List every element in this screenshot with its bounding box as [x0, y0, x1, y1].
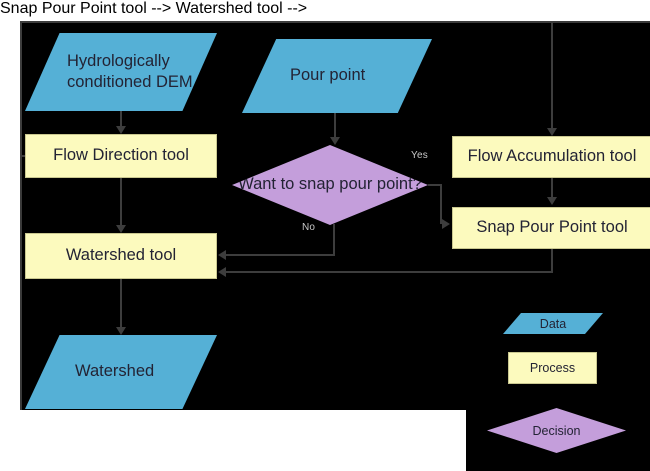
legend-label-data: Data: [539, 316, 567, 331]
legend-label-decision: Decision: [532, 423, 581, 438]
connector-pour-point-to-decision: [334, 113, 336, 137]
node-pour-point[interactable]: Pour point: [242, 39, 432, 113]
node-hydrologically-conditioned-dem[interactable]: Hydrologically conditioned DEM: [25, 33, 217, 111]
arrowhead-decision: [330, 137, 340, 145]
arrowhead-flow-accumulation: [547, 128, 557, 136]
connector-top-rail: [20, 21, 553, 23]
node-label: Hydrologically conditioned DEM: [67, 51, 193, 91]
arrowhead-flow-direction: [116, 126, 126, 134]
node-label: Flow Direction tool: [53, 146, 189, 165]
connector-left-rail-into-flow-direction: [20, 155, 28, 157]
connector-snap-pour-point-to-watershed-tool-horizontal: [226, 271, 553, 273]
legend-label-process: Process: [529, 361, 576, 375]
legend-item-process: Process: [508, 352, 597, 384]
node-label: Snap Pour Point tool: [476, 218, 628, 237]
connector-dem-to-flow-direction: [120, 111, 122, 126]
connector-yes-vertical: [440, 184, 442, 224]
connector-yes-horizontal: [428, 184, 442, 186]
connector-no-vertical: [333, 224, 335, 256]
node-label: Pour point: [290, 66, 366, 85]
connector-snap-pour-point-to-watershed-tool-vertical: [551, 249, 553, 273]
edge-label-yes: Yes: [411, 150, 428, 161]
arrowhead-watershed-tool-top: [116, 225, 126, 233]
arrowhead-watershed: [116, 327, 126, 335]
arrowhead-watershed-tool-no: [218, 250, 226, 260]
arrowhead-snap-pour-point-top: [547, 197, 557, 205]
node-snap-pour-point-tool[interactable]: Snap Pour Point tool: [452, 207, 650, 249]
node-label: Watershed: [75, 362, 155, 381]
node-label: Watershed tool: [65, 246, 177, 265]
arrowhead-snap-pour-point: [442, 219, 450, 229]
arrowhead-watershed-tool-snap: [218, 267, 226, 277]
node-label: Flow Accumulation tool: [467, 147, 637, 166]
legend-item-data: Data: [503, 313, 603, 334]
node-flow-accumulation-tool[interactable]: Flow Accumulation tool: [452, 136, 650, 178]
connector-flow-accumulation-to-snap-pour-point: [551, 178, 553, 197]
connector-no-horizontal: [226, 254, 335, 256]
node-flow-direction-tool[interactable]: Flow Direction tool: [25, 134, 217, 178]
connector-left-rail-vertical: [20, 21, 22, 155]
connector-to-flow-accumulation-vertical: [551, 21, 553, 128]
node-watershed-tool[interactable]: Watershed tool: [25, 233, 217, 279]
connector-flow-direction-to-watershed-tool: [120, 178, 122, 225]
edge-label-no: No: [302, 222, 316, 233]
node-label: Want to snap pour point?: [238, 175, 422, 194]
connector-watershed-tool-to-watershed: [120, 279, 122, 327]
node-watershed[interactable]: Watershed: [25, 335, 217, 409]
